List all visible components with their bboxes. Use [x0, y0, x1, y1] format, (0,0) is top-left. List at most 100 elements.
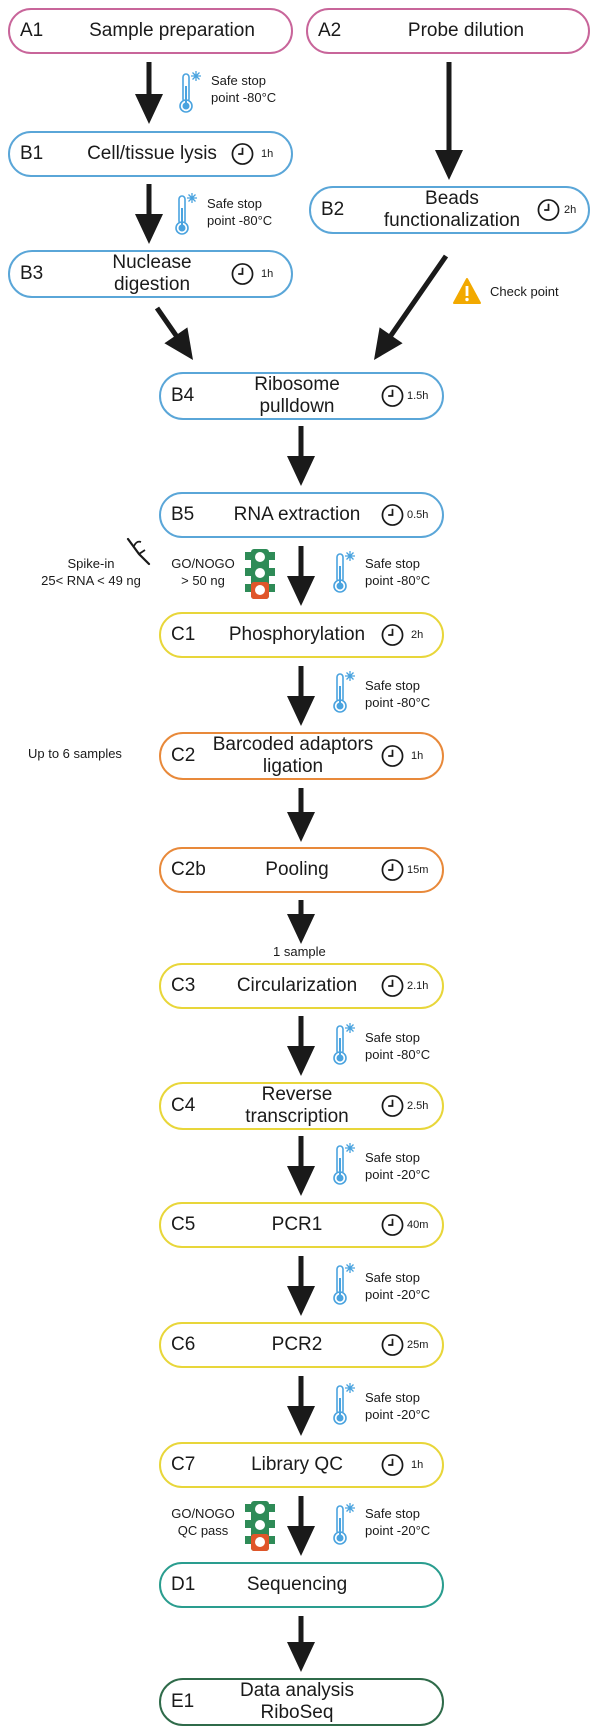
thermometer-icon: [333, 551, 355, 593]
step-label: Phosphorylation: [228, 624, 366, 646]
arrow-c2b-to-c3: [287, 900, 315, 944]
step-c5-pcr1: C5 PCR1 40m: [159, 1202, 444, 1248]
step-duration: 2.5h: [407, 1100, 429, 1112]
one-sample-note: 1 sample: [273, 944, 326, 959]
thermometer-icon: [333, 1023, 355, 1065]
step-code: C7: [171, 1454, 196, 1475]
arrow-c3-to-c4: [287, 1016, 315, 1076]
arrow-a1-to-b1: [135, 62, 163, 124]
arrow-b1-to-b3: [135, 184, 163, 244]
step-code: A1: [20, 20, 44, 41]
step-duration: 1h: [411, 1459, 424, 1471]
step-label: Sample preparation: [89, 20, 255, 42]
step-code: C2b: [171, 859, 206, 880]
arrow-c1-to-c2: [287, 666, 315, 726]
step-a2-probe-dilution: A2 Probe dilution: [306, 8, 590, 54]
clock-icon: [381, 1334, 404, 1356]
arrow-c7-to-d1: [287, 1496, 315, 1556]
thermometer-icon: [333, 1503, 355, 1545]
step-code: C5: [171, 1214, 196, 1235]
pipette-icon: [126, 537, 151, 566]
step-label: PCR1: [271, 1214, 323, 1236]
clock-icon: [381, 745, 404, 767]
arrow-b5-to-c1: [287, 546, 315, 606]
arrow-d1-to-e1: [287, 1616, 315, 1672]
arrow-a2-to-b2: [435, 62, 463, 180]
step-duration: 2.1h: [407, 980, 429, 992]
step-c7-library-qc: C7 Library QC 1h: [159, 1442, 444, 1488]
step-label: Sequencing: [246, 1574, 348, 1596]
arrow-b4-to-b5: [287, 426, 315, 486]
clock-icon: [381, 385, 404, 407]
thermometer-icon: [333, 1143, 355, 1185]
step-label: PCR2: [271, 1334, 323, 1356]
step-duration: 25m: [407, 1339, 429, 1351]
clock-icon: [381, 1454, 404, 1476]
gonogo-note: GO/NOGO> 50 ng: [171, 556, 235, 588]
step-code: E1: [171, 1691, 195, 1712]
step-code: A2: [318, 20, 342, 41]
step-c3-circularization: C3 Circularization 2.1h: [159, 963, 444, 1009]
step-b5-rna-extraction: B5 RNA extraction 0.5h: [159, 492, 444, 538]
arrow-c4-to-c5: [287, 1136, 315, 1196]
up-to-samples-note: Up to 6 samples: [28, 746, 122, 761]
thermometer-icon: [333, 1263, 355, 1305]
step-label: Probe dilution: [407, 20, 525, 42]
thermometer-icon: [179, 71, 201, 113]
step-d1-sequencing: D1 Sequencing: [159, 1562, 444, 1608]
step-duration: 1h: [261, 268, 274, 280]
step-code: B1: [20, 143, 44, 164]
arrow-b2-to-b4: [374, 254, 449, 360]
clock-icon: [381, 624, 404, 646]
clock-icon: [381, 1095, 404, 1117]
step-c1-phosphorylation: C1 Phosphorylation 2h: [159, 612, 444, 658]
clock-icon: [381, 504, 404, 526]
step-duration: 1.5h: [407, 390, 429, 402]
step-duration: 40m: [407, 1219, 429, 1231]
step-label: RNA extraction: [233, 504, 361, 526]
traffic-light-icon: [245, 1501, 275, 1551]
check-point-note: Check point: [490, 284, 559, 299]
arrow-c6-to-c7: [287, 1376, 315, 1436]
step-duration: 2h: [564, 204, 577, 216]
thermometer-icon: [333, 1383, 355, 1425]
step-label: Library QC: [251, 1454, 343, 1476]
clock-icon: [231, 143, 254, 165]
step-code: B4: [171, 385, 195, 406]
clock-icon: [381, 859, 404, 881]
step-duration: 2h: [411, 629, 424, 641]
step-duration: 0.5h: [407, 509, 429, 521]
clock-icon: [381, 1214, 404, 1236]
step-c6-pcr2: C6 PCR2 25m: [159, 1322, 444, 1368]
step-code: B3: [20, 263, 44, 284]
step-duration: 1h: [261, 148, 274, 160]
warning-icon: [453, 278, 481, 304]
step-code: C2: [171, 745, 196, 766]
step-code: C4: [171, 1095, 196, 1116]
step-label: Pooling: [265, 859, 329, 881]
arrow-c2-to-c2b: [287, 788, 315, 842]
step-code: C6: [171, 1334, 196, 1355]
step-duration: 15m: [407, 864, 429, 876]
step-label: Cell/tissue lysis: [87, 143, 217, 165]
